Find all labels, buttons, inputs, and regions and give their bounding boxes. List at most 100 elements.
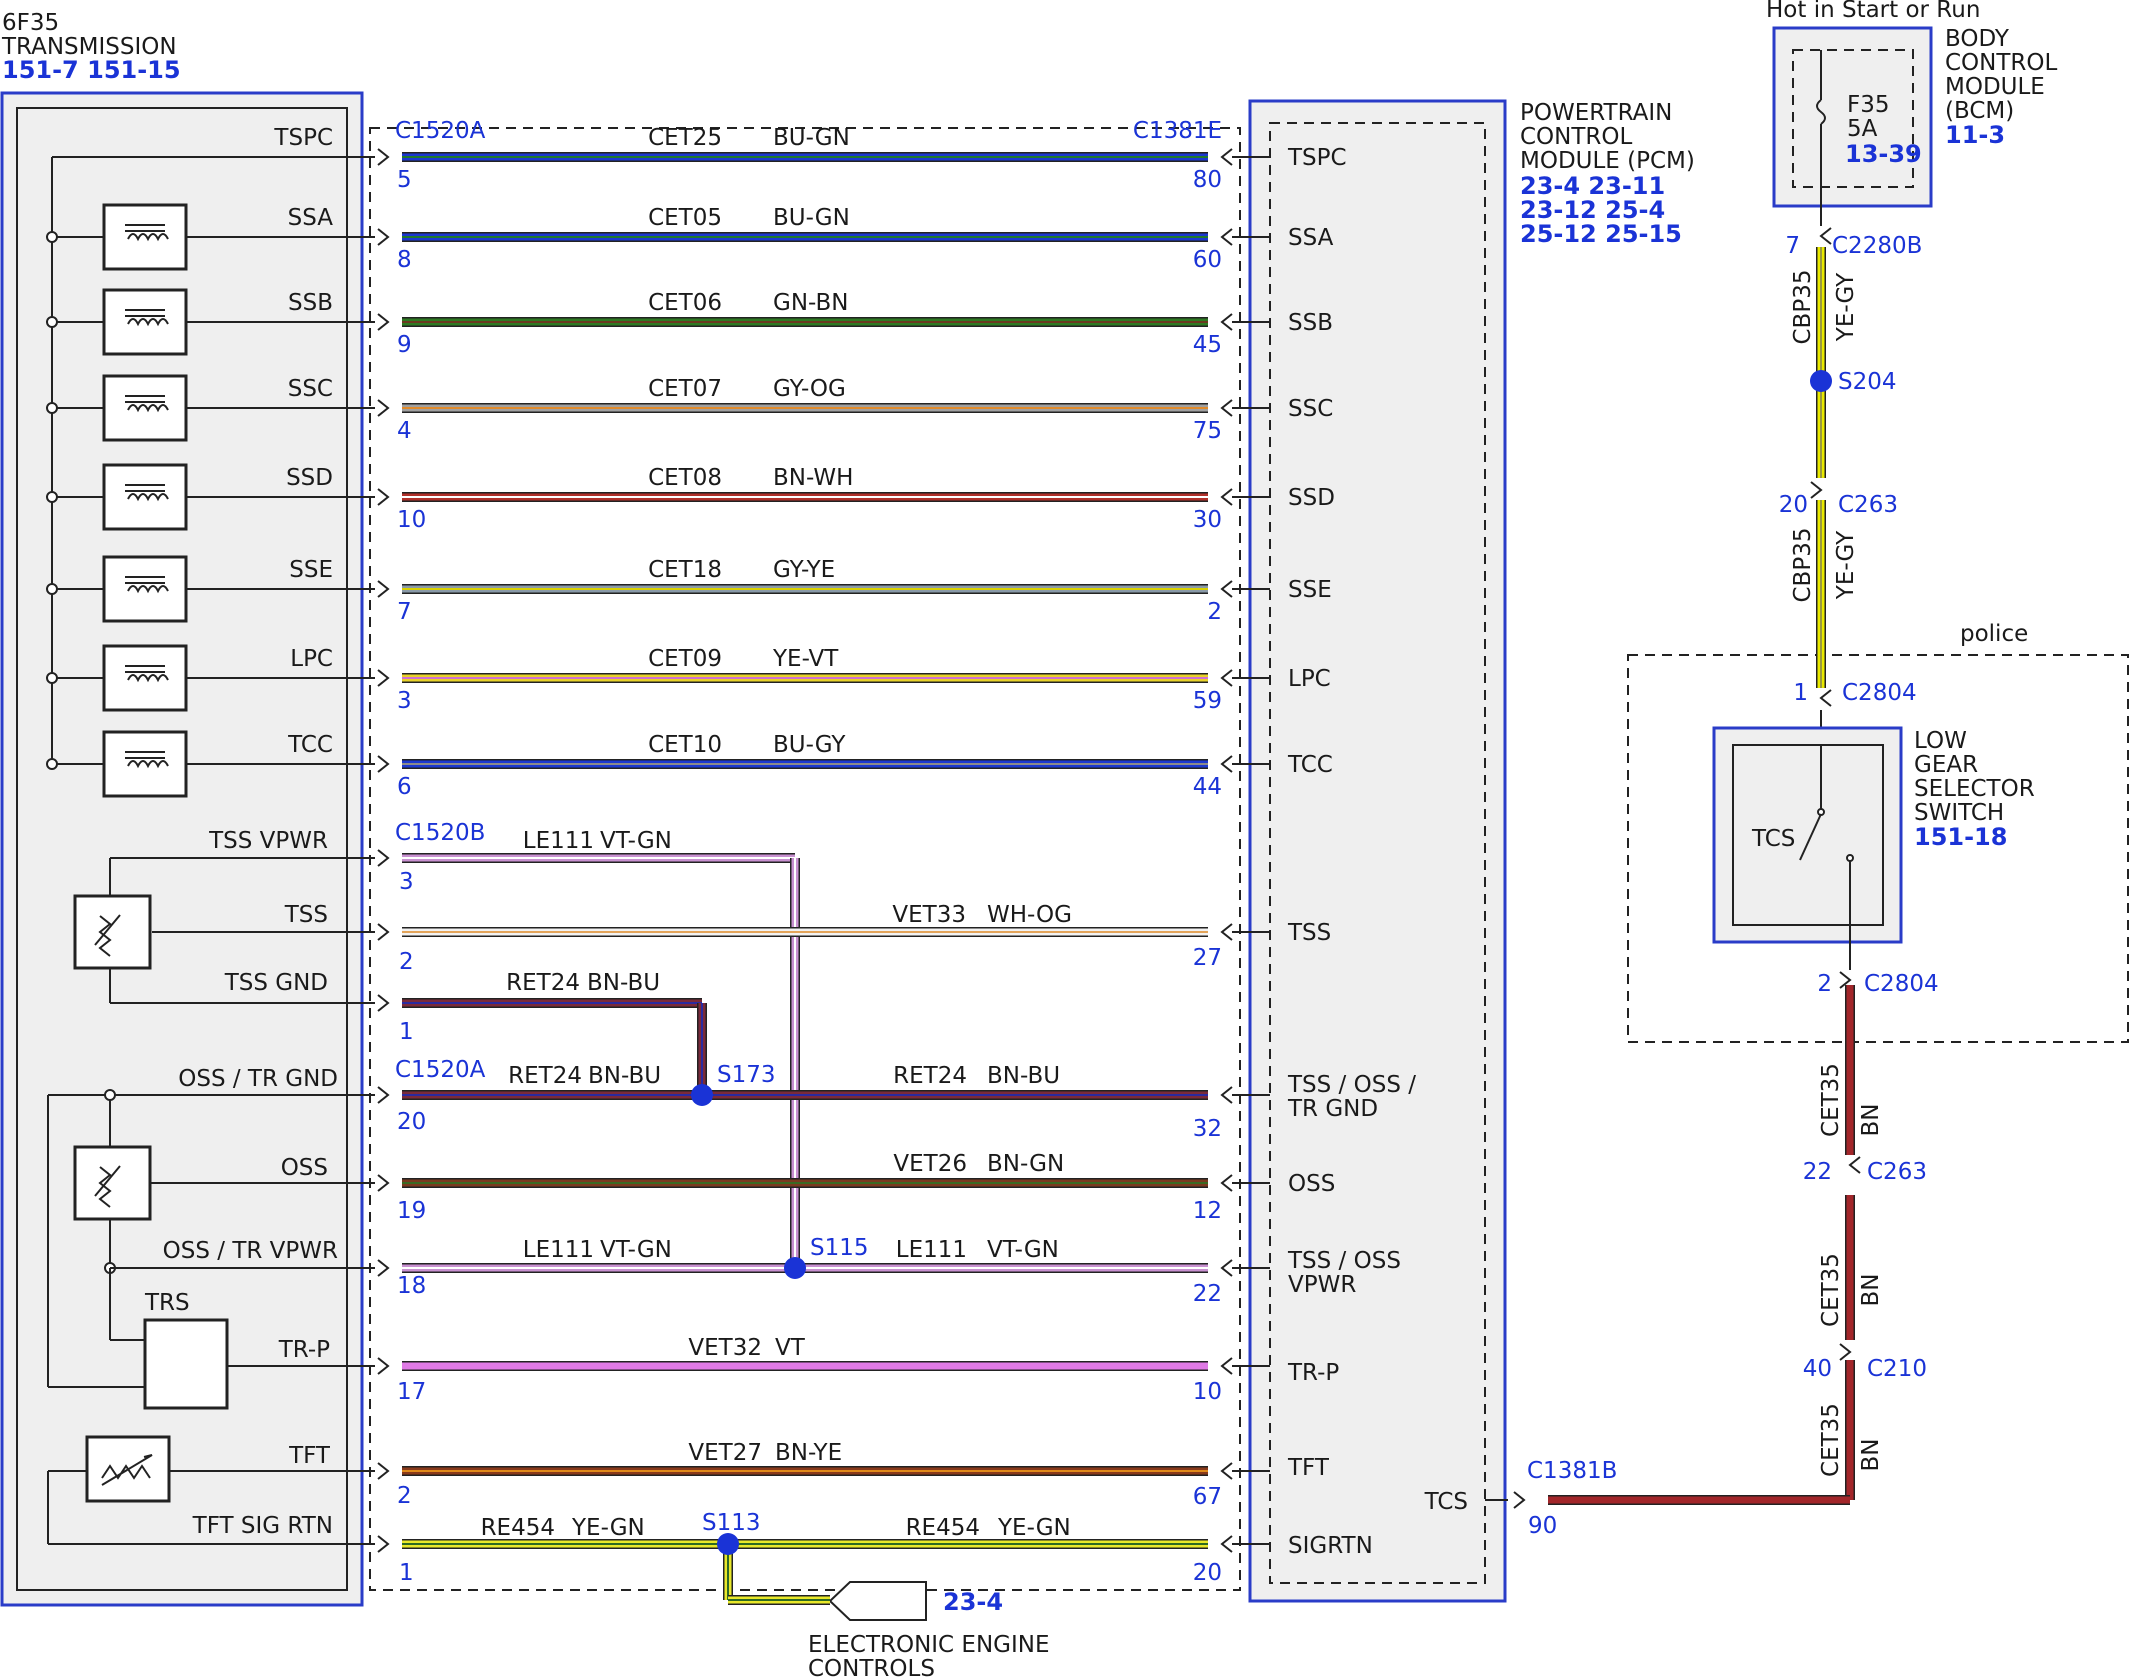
pcm-pin-tft: TFT [1287,1455,1330,1481]
left-pin-2: 9 [397,332,412,358]
pcm-arrow-tss [1220,923,1233,941]
re454-left-color: YE-GN [571,1515,645,1541]
solenoid-coil-icon [125,751,169,769]
pcm-refs-2: 23-12 25-4 [1520,196,1665,224]
circuit-label-5: CET18 [648,557,722,583]
trans-pin-label-3: SSC [288,376,333,402]
re454-left-pin: 1 [399,1560,414,1586]
trans-pin-tr-p: TR-P [278,1337,330,1363]
circuit-label-4: CET08 [648,465,722,491]
vet27-circuit: VET27 [688,1440,762,1466]
splice-s204 [1810,370,1832,392]
bcm-title-4: (BCM) [1945,98,2014,124]
switch-title-1: LOW [1914,728,1967,754]
pcm-refs-1: 23-4 23-11 [1520,172,1665,200]
cet35-b-circuit: CET35 [1818,1253,1844,1327]
cet35-b-color: BN [1858,1274,1884,1307]
left-pin-1: 8 [397,247,412,273]
connector-c2280b: C2280B [1832,233,1922,259]
ret24-right-circuit: RET24 [893,1063,967,1089]
solenoid-coil-icon [125,576,169,594]
pcm-pin-label-1: SSA [1288,225,1334,251]
pcm-module [1248,99,1507,1603]
bcm-title-2: CONTROL [1945,50,2058,76]
solenoid-4 [102,555,188,623]
low-gear-switch-module [1712,726,1903,944]
splice-s113-label: S113 [702,1510,761,1536]
bus-node-3 [46,491,58,503]
connector-c1520b: C1520B [395,820,485,846]
le111-top-color: VT-GN [600,828,672,854]
eec-ref-flag [828,1581,927,1621]
pcm-pin-tss-oss-tr-gnd: TSS / OSS / [1287,1072,1416,1098]
arrow-c2280b [1819,227,1832,245]
trans-pin-label-5: SSE [289,557,333,583]
trans-pin-label-7: TCC [287,732,333,758]
bus-node-1 [46,316,58,328]
bus-node-6 [46,758,58,770]
color-label-5: GY-YE [773,557,835,583]
switch-blade-icon [1799,813,1822,861]
left-pin-5: 7 [397,599,412,625]
trans-arrow-0 [377,148,390,166]
solenoid-2 [102,374,188,442]
pcm-title: POWERTRAIN [1520,100,1672,126]
color-label-4: BN-WH [773,465,853,491]
solenoid-0 [102,203,188,271]
c2280b-pin: 7 [1785,233,1800,259]
cbp35-b-color: YE-GY [1833,530,1859,600]
trans-arrow-6 [377,669,390,687]
color-label-2: GN-BN [773,290,849,316]
police-label: police [1960,621,2028,647]
trans-arrow-3 [377,399,390,417]
pcm-inner [1269,122,1486,1584]
bcm-inner [1792,49,1914,188]
connector-c263-bot: C263 [1867,1159,1927,1185]
vet33-left-pin: 2 [399,949,414,975]
bcm-ref: 11-3 [1945,121,2005,149]
left-pin-0: 5 [397,167,412,193]
right-pin-6: 59 [1193,688,1222,714]
le111-left-color: VT-GN [600,1237,672,1263]
trans-arrow-2 [377,313,390,331]
left-pin-4: 10 [397,507,426,533]
color-label-1: BU-GN [773,205,850,231]
vet33-circuit: VET33 [892,902,966,928]
connector-c210: C210 [1867,1356,1927,1382]
switch-tcs-label: TCS [1751,826,1795,852]
vet27-right-pin: 67 [1193,1484,1222,1510]
trans-pin-label-4: SSD [286,465,333,491]
c210-pin: 40 [1803,1356,1832,1382]
le111-top-pin: 3 [399,869,414,895]
solenoid-3 [102,463,188,531]
connector-c1381b: C1381B [1527,1458,1617,1484]
solenoid-5 [102,644,188,712]
transmission-title-2: TRANSMISSION [1,34,177,60]
cbp35-a-circuit: CBP35 [1790,270,1816,345]
trs-label: TRS [144,1290,190,1316]
pcm-pin-tr-p: TR-P [1287,1360,1339,1386]
pcm-arrow-5 [1220,580,1233,598]
ret24-left-color: BN-BU [588,1063,661,1089]
arrow-c2804-bot [1839,971,1852,989]
trans-pin-tss-vpwr: TSS VPWR [208,828,328,854]
circuit-label-3: CET07 [648,376,722,402]
vet33-color: WH-OG [987,902,1072,928]
wires-layer [402,152,1855,1605]
trans-pin-label-2: SSB [288,290,333,316]
pcm-pin-label-4: SSD [1288,485,1335,511]
eec-label-2: CONTROLS [808,1656,935,1677]
pcm-pin-tr-gnd: TR GND [1287,1096,1378,1122]
trans-pin-label-1: SSA [288,205,334,231]
static-layer [0,26,2129,1621]
arrow-c2804-top [1819,689,1832,707]
circuit-label-7: CET10 [648,732,722,758]
cet35-c-circuit: CET35 [1818,1403,1844,1477]
solenoid-coil-icon [125,224,169,242]
switch-contact-b [1846,854,1854,862]
right-pin-1: 60 [1193,247,1222,273]
pcm-arrow-0 [1220,148,1233,166]
splice-s115 [784,1257,806,1279]
fuse-icon [1816,99,1826,125]
